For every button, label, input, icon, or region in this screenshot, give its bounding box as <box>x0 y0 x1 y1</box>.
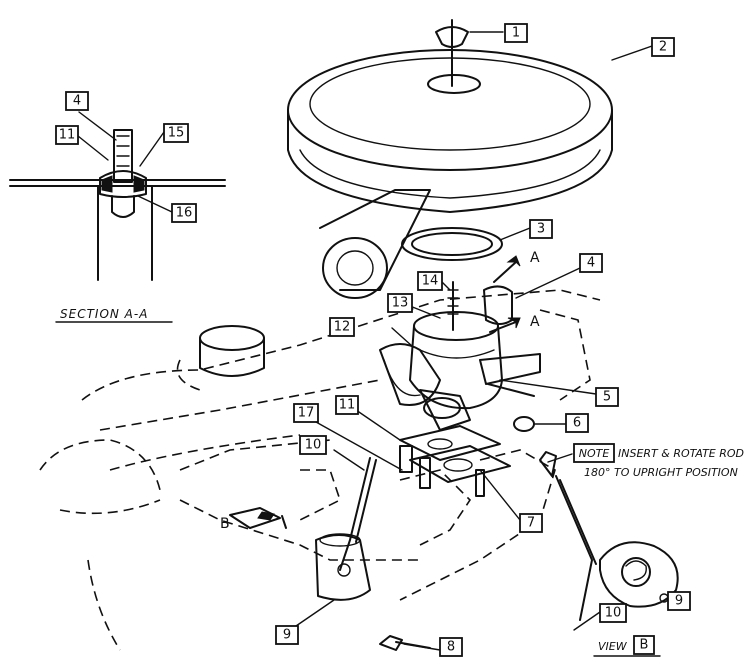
callout-6: 6 <box>565 413 589 433</box>
callout-12-label: 12 <box>334 320 351 335</box>
engine-block-outline <box>39 289 601 651</box>
callout-7: 7 <box>519 513 543 533</box>
section-a-a-label: SECTION A-A <box>60 307 148 321</box>
callout-10-upper-label: 10 <box>305 438 322 453</box>
callout-14: 14 <box>417 271 443 291</box>
callout-4-section: 4 <box>65 91 89 111</box>
section-arrow-a-upper: A <box>530 250 540 266</box>
callout-14-label: 14 <box>422 274 439 289</box>
bracket-letter-b: B <box>220 516 230 532</box>
callout-4-label: 4 <box>587 256 595 271</box>
callout-11-label: 11 <box>339 398 356 413</box>
note-block: NOTE INSERT & ROTATE ROD 180° TO UPRIGHT… <box>573 443 744 479</box>
callout-10-view-b-label: 10 <box>605 606 622 621</box>
callout-1: 1 <box>504 23 528 43</box>
callout-12: 12 <box>329 317 355 337</box>
callout-13-label: 13 <box>392 296 409 311</box>
callout-15: 15 <box>163 123 189 143</box>
bolt-part <box>379 635 441 651</box>
callout-9-view-b: 9 <box>667 591 691 611</box>
note-tag: NOTE <box>579 447 610 460</box>
callout-1-label: 1 <box>512 26 520 41</box>
note-line-2: 180° TO UPRIGHT POSITION <box>584 466 738 479</box>
view-b-choke-assembly <box>539 451 679 631</box>
carburetor-gasket-part <box>355 409 521 521</box>
view-letter: B <box>640 638 649 653</box>
choke-thermostat-part <box>295 533 371 627</box>
callout-9-lower: 9 <box>275 625 299 645</box>
callout-8: 8 <box>439 637 463 657</box>
callout-2-label: 2 <box>659 40 667 55</box>
callout-9-lower-label: 9 <box>283 628 291 643</box>
callout-9-view-b-label: 9 <box>675 594 683 609</box>
callout-3: 3 <box>529 219 553 239</box>
callout-5-label: 5 <box>603 390 611 405</box>
callout-4: 4 <box>579 253 603 273</box>
air-cleaner-part <box>287 45 653 299</box>
view-word: VIEW <box>598 640 628 653</box>
callout-8-label: 8 <box>447 640 455 655</box>
choke-rod-part <box>229 421 485 571</box>
callout-11: 11 <box>335 395 359 415</box>
note-line-1: INSERT & ROTATE ROD <box>618 447 744 460</box>
callout-6-label: 6 <box>573 416 581 431</box>
callout-3-label: 3 <box>537 222 545 237</box>
callout-10-view-b: 10 <box>599 603 627 623</box>
callout-17: 17 <box>293 403 319 423</box>
air-cleaner-gasket-part <box>401 227 531 261</box>
callout-5: 5 <box>595 387 619 407</box>
callout-16: 16 <box>171 203 197 223</box>
callout-11-section-label: 11 <box>59 128 76 143</box>
callout-10-upper: 10 <box>299 435 327 455</box>
callout-2: 2 <box>651 37 675 57</box>
callout-17-label: 17 <box>298 406 315 421</box>
callout-15-label: 15 <box>168 126 185 141</box>
callout-13: 13 <box>387 293 413 313</box>
carburetor-part <box>379 255 597 431</box>
callout-16-label: 16 <box>176 206 193 221</box>
section-arrow-a-lower: A <box>530 314 540 330</box>
nut-part <box>513 416 567 432</box>
callout-4-section-label: 4 <box>73 94 81 109</box>
callout-11-section: 11 <box>55 125 79 145</box>
view-b-label: VIEW B <box>593 635 661 657</box>
section-a-a-inset <box>9 111 226 281</box>
callout-7-label: 7 <box>527 516 535 531</box>
